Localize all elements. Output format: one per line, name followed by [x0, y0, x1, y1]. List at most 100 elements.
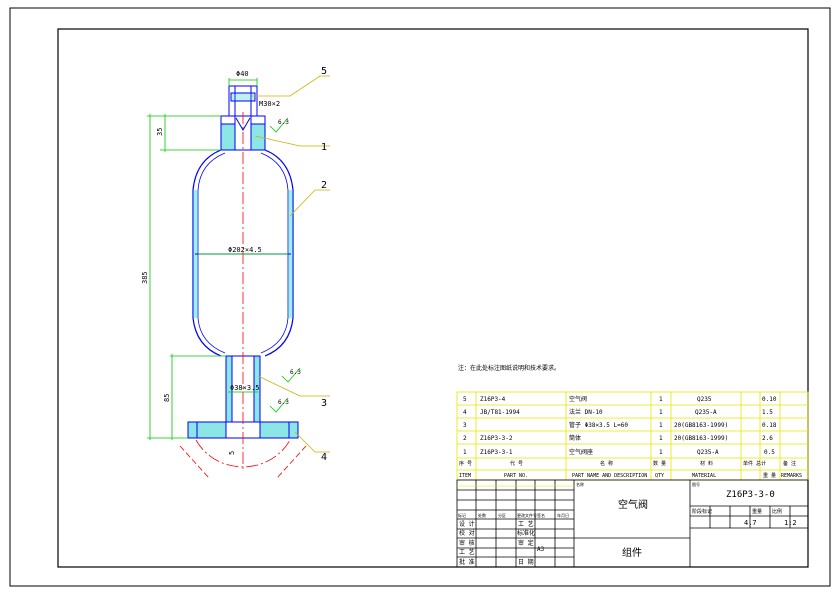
label-approve-final: 审 定 — [518, 539, 534, 547]
dim-upper-height: 35 — [156, 128, 164, 136]
small-label-count: 处数 — [478, 512, 486, 518]
small-label-mark: 标记 — [458, 512, 466, 518]
header-qty: 数 量 — [653, 460, 666, 467]
balloon-2: 2 — [321, 180, 327, 191]
bom-cell-weight: 0.10 — [762, 396, 777, 403]
stage-label: 阶段标记 — [692, 508, 712, 515]
drawing-number: Z16P3-3-0 — [726, 490, 775, 500]
dim-small: 5 — [228, 451, 236, 455]
bom-rows: 5 Z16P3-4 空气阀 1 Q235 0.10 4 JB/T81-1994 … — [463, 395, 777, 456]
label-check: 校 对 — [459, 529, 475, 537]
label-approve: 批 准 — [459, 558, 475, 566]
header-name: 名 称 — [600, 460, 613, 467]
outer-border — [9, 7, 831, 587]
header-remark-en: REMARKS — [781, 473, 802, 479]
bom-cell-name: 筒体 — [569, 434, 581, 442]
header-no-en: ITEM — [459, 473, 471, 479]
bom-cell-no: 1 — [463, 449, 467, 456]
roughness-symbols — [269, 117, 301, 413]
bom-cell-material: Q235-A — [695, 409, 717, 416]
bom-cell-weight: 0.5 — [764, 449, 775, 456]
bom-cell-code: Z16P3-3-2 — [480, 435, 513, 442]
dim-vessel-dia: Φ202×4.5 — [228, 246, 262, 254]
bom-cell-no: 2 — [463, 435, 467, 442]
roughness-2: 6.3 — [290, 369, 301, 376]
bom-cell-weight: 2.6 — [762, 435, 773, 442]
bom-cell-code: Z16P3-3-1 — [480, 449, 513, 456]
bom-cell-code: Z16P3-4 — [480, 396, 506, 403]
drawing-type: 组件 — [622, 546, 642, 559]
label-sign-process: 工 艺 — [518, 520, 534, 528]
label-standard: 标准化 — [517, 529, 535, 537]
dim-thread: M30×2 — [259, 100, 280, 108]
bom-cell-material: 20(GB8163-1999) — [674, 422, 728, 429]
bom-cell-qty: 1 — [659, 409, 663, 416]
bom-cell-material: Q235 — [697, 396, 712, 403]
bom-row: 5 Z16P3-4 空气阀 1 Q235 0.10 — [463, 395, 777, 403]
bom-cell-name: 法兰 DN-10 — [569, 408, 603, 416]
title-block-left-labels: 设 计 校 对 审 核 工 艺 批 准 工 艺 标准化 审 定 日 期 — [459, 520, 535, 566]
part-name: 空气阀 — [618, 498, 648, 511]
roughness-3: 6.3 — [278, 399, 289, 406]
scale-label: 比例 — [772, 508, 782, 515]
inner-frame — [57, 28, 809, 568]
dimension-lines — [147, 78, 288, 440]
bom-cell-no: 3 — [463, 422, 467, 429]
dim-top-width: Φ40 — [236, 70, 249, 78]
label-design: 设 计 — [459, 520, 475, 528]
balloon-5: 5 — [321, 66, 327, 77]
label-process: 工 艺 — [459, 548, 475, 556]
weight-label: 重量 — [752, 508, 762, 515]
dim-pipe-dia: Φ38×3.5 — [230, 384, 260, 392]
header-weight2: 重 量 — [763, 472, 776, 479]
dim-lower-height: 85 — [163, 394, 171, 402]
title-block-text: 空气阀 Z16P3-3-0 组件 4.7 1:2 A3 名称 图号 阶段标记 重… — [537, 481, 797, 559]
bom-cell-qty: 1 — [659, 449, 663, 456]
header-material-en: MATERIAL — [692, 473, 716, 479]
balloon-1: 1 — [321, 142, 327, 153]
bom-cell-code: JB/T81-1994 — [480, 409, 520, 416]
roughness-1: 6.3 — [278, 119, 289, 126]
bom-row: 4 JB/T81-1994 法兰 DN-10 1 Q235-A 1.5 — [463, 408, 773, 416]
weight-value: 4.7 — [744, 519, 757, 527]
balloon-3: 3 — [321, 398, 327, 409]
name-label: 名称 — [576, 481, 584, 487]
flange — [187, 421, 299, 439]
bom-row: 3 管子 Φ38×3.5 L=60 1 20(GB8163-1999) 0.18 — [463, 421, 777, 429]
part-view — [147, 78, 307, 479]
header-code: 代 号 — [510, 460, 523, 467]
dim-overall-height: 385 — [141, 271, 149, 284]
header-weight: 单件 总计 — [743, 460, 766, 467]
bom-cell-weight: 0.18 — [762, 422, 777, 429]
small-label-zone: 分区 — [498, 512, 506, 518]
bom-cell-name: 空气阀 — [569, 395, 587, 403]
title-block-small-labels: 标记 处数 分区 更改文件号 签名 年月日 — [458, 512, 569, 518]
bom-cell-material: Q235-A — [697, 449, 719, 456]
valve-seat — [220, 115, 266, 151]
bom-cell-no: 4 — [463, 409, 467, 416]
bom-cell-weight: 1.5 — [762, 409, 773, 416]
label-date: 日 期 — [518, 558, 534, 566]
header-remark: 备 注 — [783, 460, 796, 467]
bom-row: 2 Z16P3-3-2 筒体 1 20(GB8163-1999) 2.6 — [463, 434, 773, 442]
technical-note: 注：在此处标注图纸说明和技术要求。 — [458, 364, 560, 372]
small-label-sign: 签名 — [537, 512, 545, 518]
header-name-en: PART NAME AND DESCRIPTION — [572, 473, 647, 479]
small-label-date: 年月日 — [557, 512, 569, 518]
bom-table-grid — [456, 391, 809, 481]
header-qty-en: QTY — [655, 473, 664, 479]
balloon-4: 4 — [321, 452, 327, 463]
balloon-labels: 5 1 2 3 4 — [321, 66, 327, 463]
bom-cell-name: 空气阀座 — [569, 448, 593, 456]
title-block-grid — [456, 479, 809, 568]
bom-cell-qty: 1 — [659, 422, 663, 429]
bom-cell-no: 5 — [463, 396, 467, 403]
dimension-labels: Φ40 M30×2 35 385 Φ202×4.5 Φ38×3.5 85 5 — [141, 70, 280, 455]
scale-value: 1:2 — [784, 519, 797, 527]
leader-lines — [252, 75, 330, 453]
label-review: 审 核 — [459, 539, 475, 547]
bom-cell-material: 20(GB8163-1999) — [674, 435, 728, 442]
small-label-change: 更改文件号 — [517, 512, 537, 518]
sheet-label: A3 — [537, 546, 545, 553]
